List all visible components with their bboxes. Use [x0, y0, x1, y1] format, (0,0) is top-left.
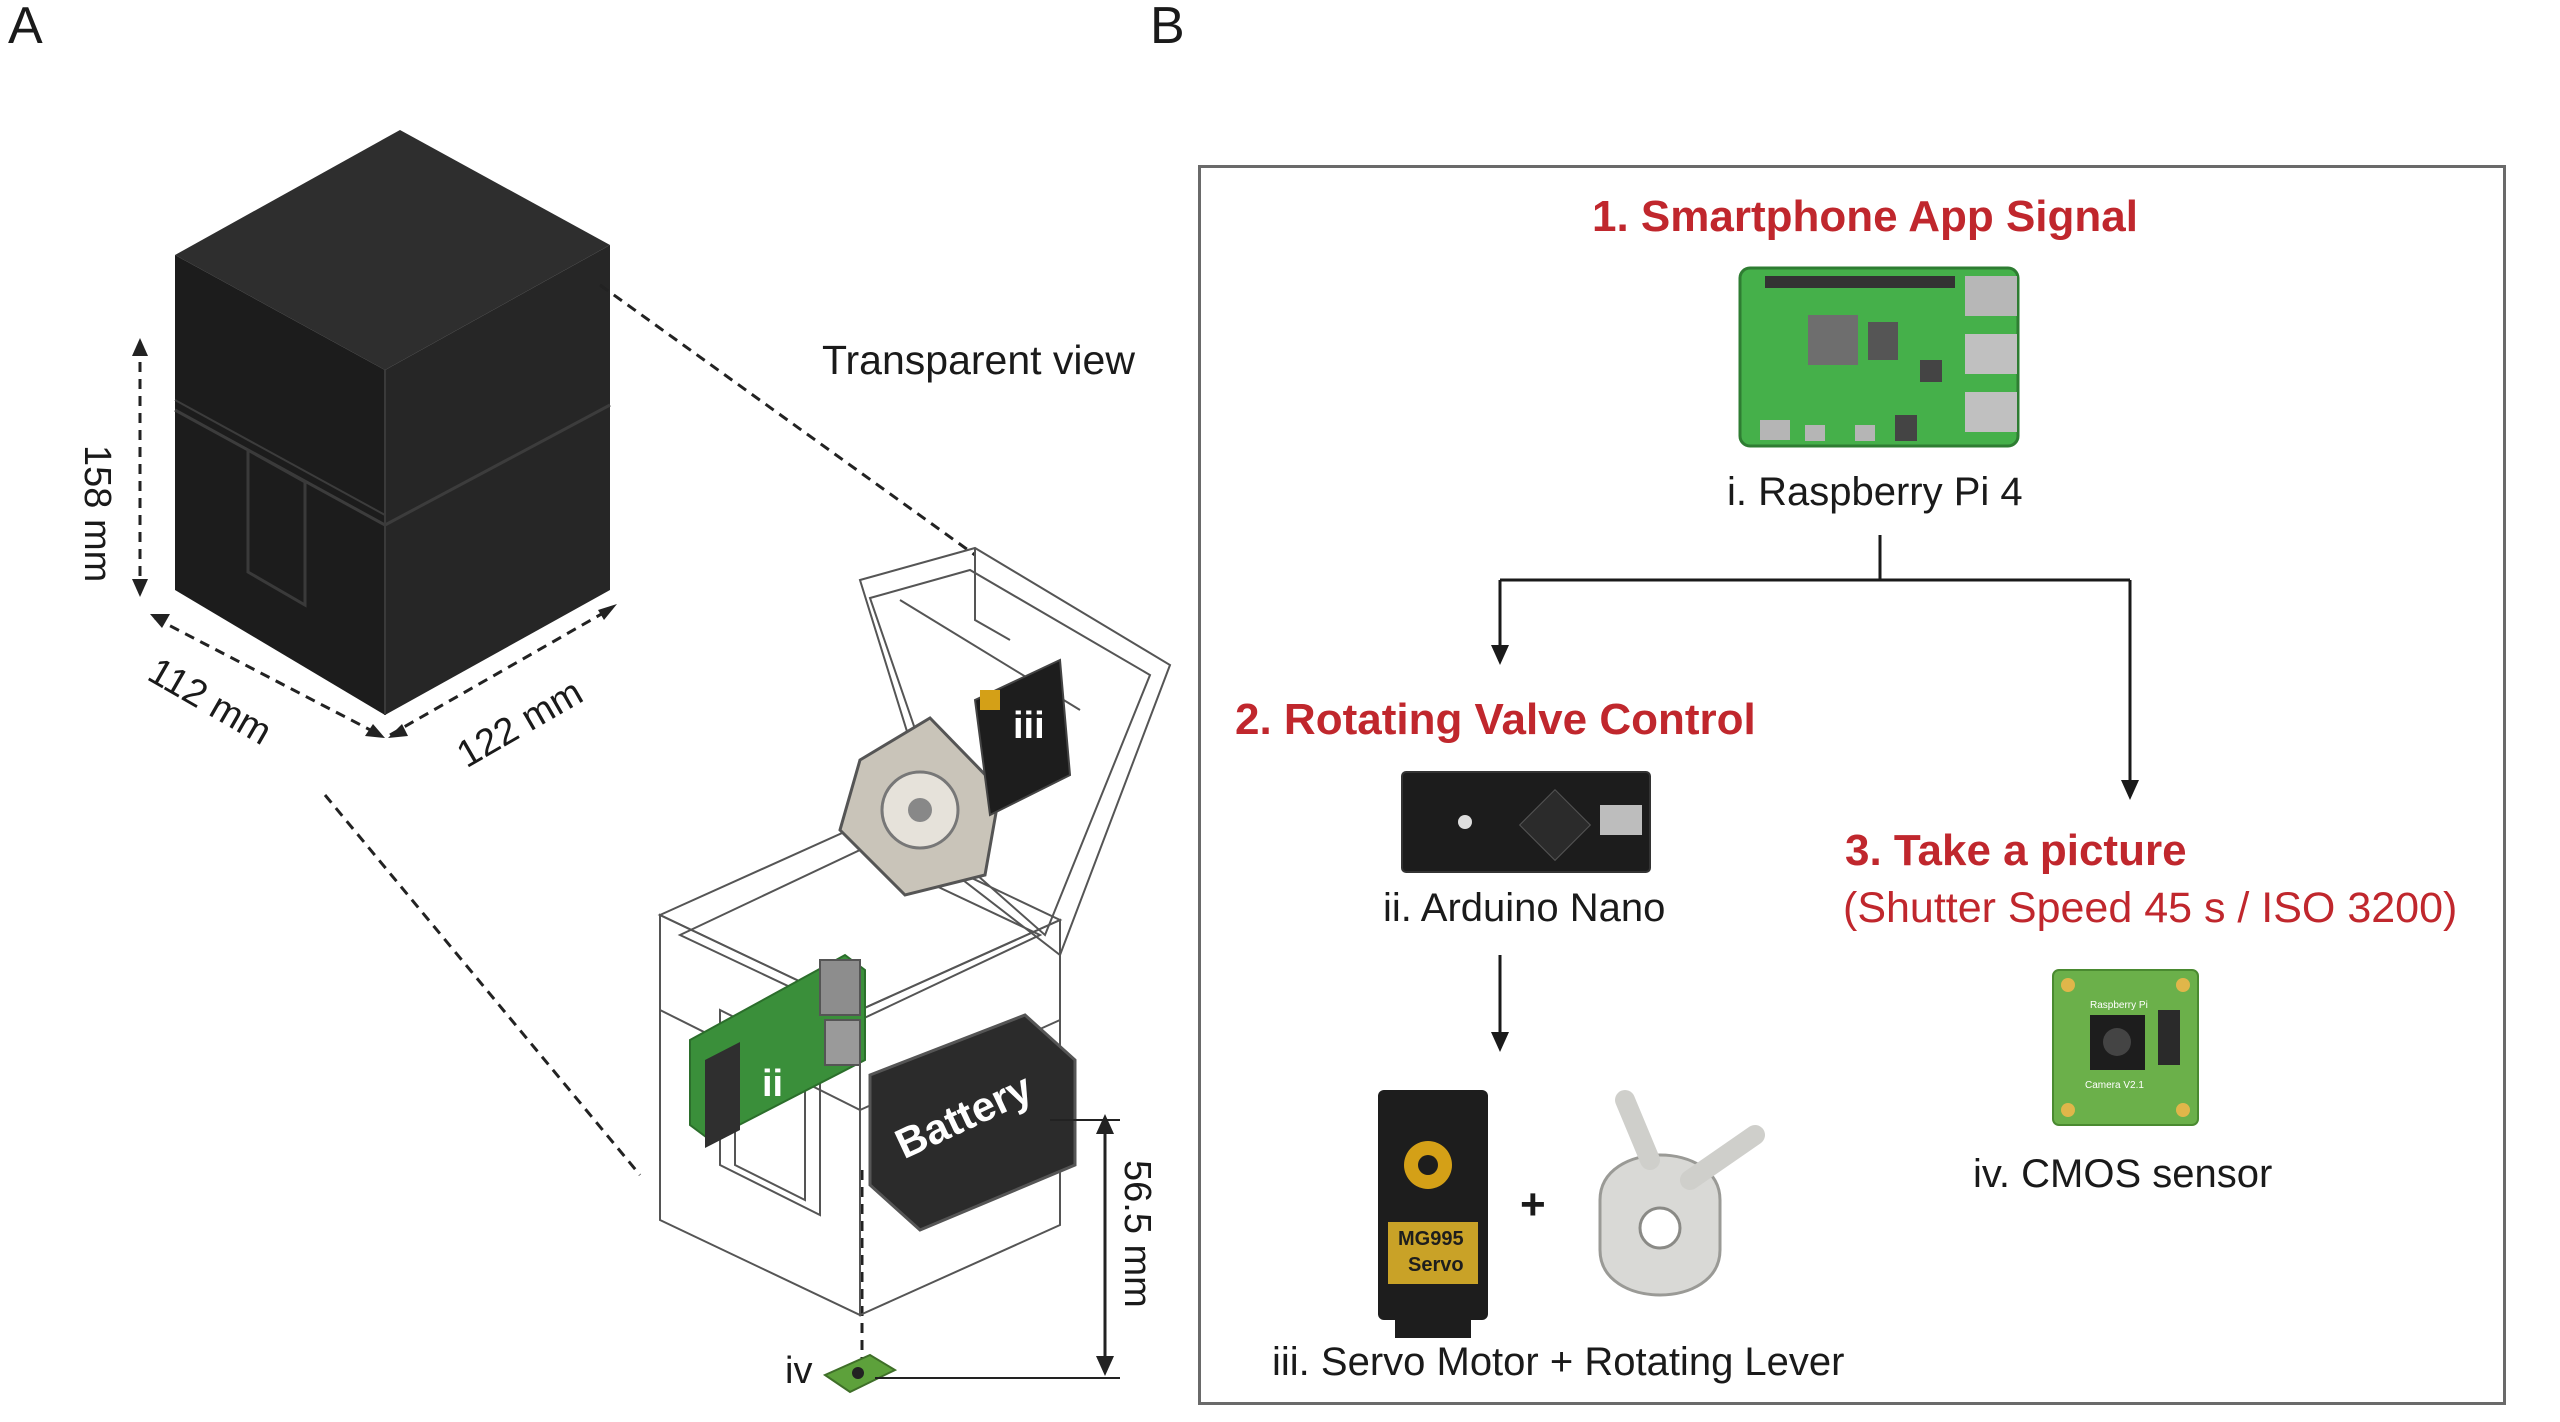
cmos-sensor-label: iv. CMOS sensor	[1973, 1152, 2273, 1196]
dimension-lines	[138, 283, 976, 1365]
arduino-nano-board	[1401, 771, 1651, 873]
raspberry-pi-label: i. Raspberry Pi 4	[1727, 470, 2023, 514]
rotating-lever	[1598, 1090, 1765, 1297]
step-3-title: 3. Take a picture	[1845, 826, 2187, 875]
sensor-height-dimension	[875, 1119, 1120, 1379]
servo-lever-label: iii. Servo Motor + Rotating Lever	[1272, 1340, 1845, 1384]
dimension-arrowheads	[132, 338, 617, 738]
battery	[868, 1013, 1077, 1232]
flow-diagram-frame	[1198, 165, 2506, 1405]
valve-assembly	[838, 658, 1072, 897]
panel-letter-b: B	[1150, 0, 1185, 55]
step-3-subtitle: (Shutter Speed 45 s / ISO 3200)	[1843, 884, 2458, 932]
sensor-board	[822, 1353, 898, 1394]
servo-model-text: MG995	[1398, 1228, 1464, 1250]
part-label-iii: iii	[1013, 705, 1045, 747]
cmos-camera-board	[2052, 969, 2199, 1126]
panel-letter-a: A	[8, 0, 43, 55]
step-2-title: 2. Rotating Valve Control	[1235, 695, 1756, 744]
plus-sign: +	[1520, 1180, 1546, 1229]
internal-boards	[689, 953, 866, 1148]
arduino-nano-label: ii. Arduino Nano	[1383, 886, 1666, 930]
step-1-title: 1. Smartphone App Signal	[1592, 192, 2138, 241]
part-label-ii: ii	[762, 1063, 784, 1105]
camera-version-text: Camera V2.1	[2085, 1080, 2144, 1091]
enclosure-solid	[174, 130, 611, 715]
servo-type-text: Servo	[1408, 1254, 1464, 1276]
camera-board-text: Raspberry Pi	[2090, 1000, 2148, 1011]
transparent-view-label: Transparent view	[822, 337, 1135, 383]
enclosure-illustration	[132, 130, 1172, 1394]
servo-motor	[1378, 1090, 1488, 1338]
raspberry-pi-4-board	[1738, 266, 2020, 448]
sensor-height-arrowheads	[1096, 1114, 1114, 1376]
part-label-iv: iv	[785, 1350, 813, 1392]
